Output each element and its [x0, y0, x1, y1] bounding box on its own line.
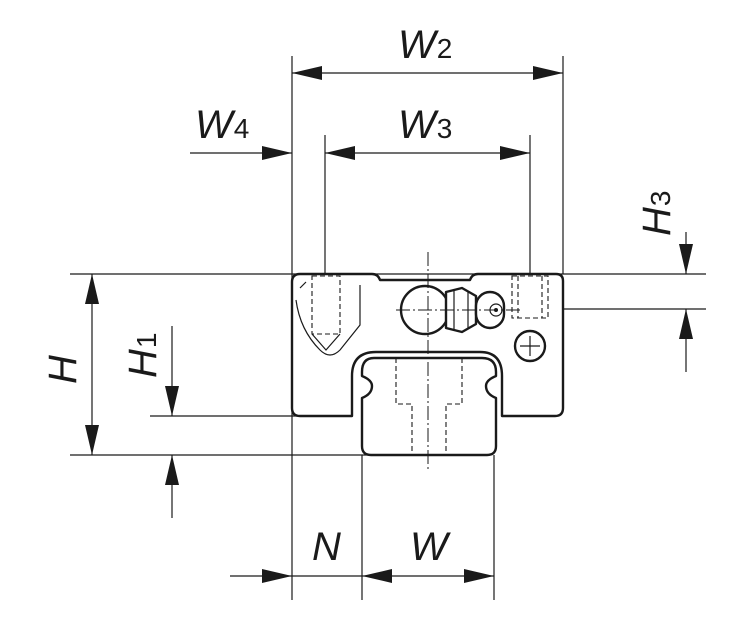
dimension-h3: H3: [635, 191, 693, 372]
mounting-hole-right: [511, 275, 549, 319]
label-n: N: [312, 525, 341, 569]
label-w2: W2: [398, 23, 452, 67]
dimension-w4: W4: [190, 103, 355, 160]
mounting-hole-left: [311, 275, 341, 335]
rail: [360, 356, 498, 457]
label-w: W: [410, 525, 451, 569]
label-h3: H3: [635, 191, 679, 236]
dimension-w: W: [362, 525, 494, 583]
label-w4: W4: [195, 103, 249, 147]
phillips-screw: [513, 329, 547, 363]
label-h1: H1: [121, 333, 165, 378]
dimension-w3: W3: [325, 103, 530, 160]
label-h: H: [41, 355, 85, 384]
dimension-h1: H1: [121, 326, 179, 518]
dimension-n: N: [230, 525, 392, 583]
extension-lines: [70, 56, 706, 600]
label-w3: W3: [398, 103, 452, 147]
grease-nipple: [399, 284, 506, 336]
dimension-h: H: [41, 274, 99, 455]
dimension-w2: W2: [292, 23, 563, 80]
